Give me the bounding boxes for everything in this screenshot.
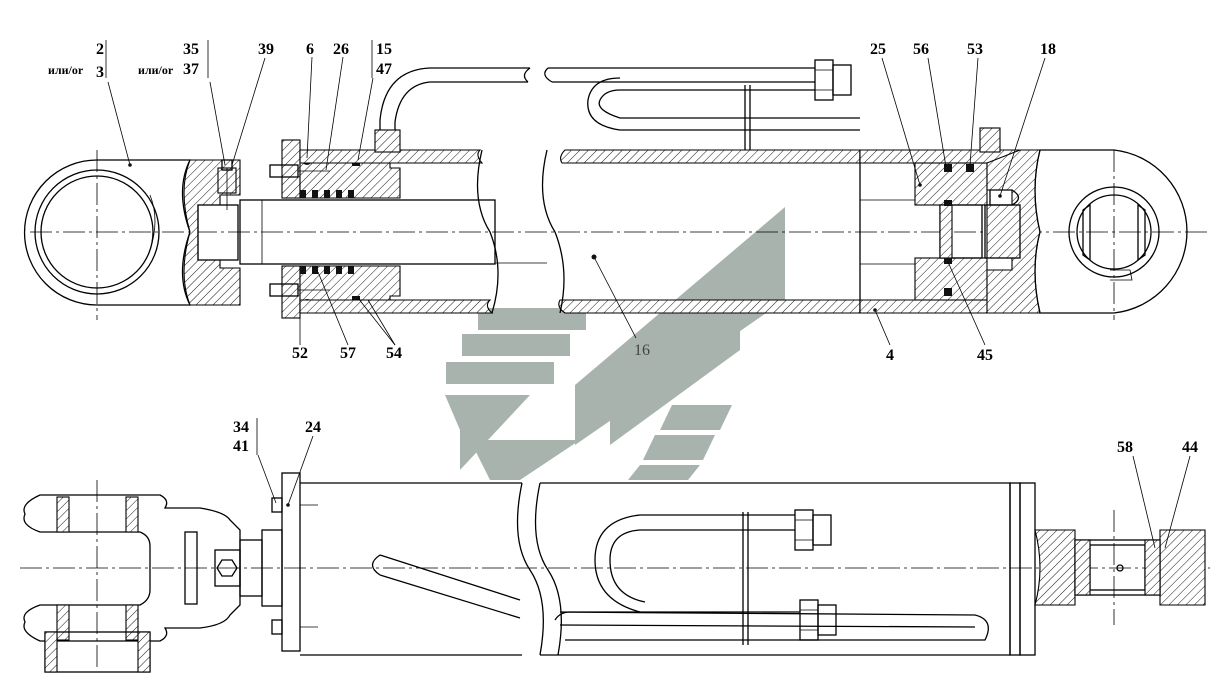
cylinder-cap xyxy=(979,127,1041,314)
callout-labels: 2 3 или/or 35 37 или/or 39 6 26 15 47 25… xyxy=(48,41,1198,456)
label-24: 24 xyxy=(305,419,321,436)
label-56: 56 xyxy=(913,41,929,58)
label-53: 53 xyxy=(967,41,983,58)
label-39: 39 xyxy=(258,41,274,58)
label-54: 54 xyxy=(386,345,402,362)
label-47: 47 xyxy=(376,61,392,78)
leader-dots xyxy=(128,163,1002,507)
label-3: 3 xyxy=(96,64,104,81)
rod-and-flange xyxy=(239,472,318,652)
label-34: 34 xyxy=(233,419,249,436)
label-37: 37 xyxy=(183,61,199,78)
tube-body-exterior xyxy=(300,482,1036,656)
label-52: 52 xyxy=(292,345,308,362)
label-44: 44 xyxy=(1182,439,1198,456)
rod-eye-left xyxy=(23,159,241,306)
label-45: 45 xyxy=(977,347,993,364)
label-6: 6 xyxy=(306,41,314,58)
label-57: 57 xyxy=(340,345,356,362)
label-ili-2: или/or xyxy=(138,63,174,77)
label-2: 2 xyxy=(96,41,104,58)
leader-lines xyxy=(105,40,1191,549)
label-4: 4 xyxy=(886,347,894,364)
label-41: 41 xyxy=(233,438,249,455)
clevis-fork xyxy=(23,494,241,673)
piston-rod xyxy=(239,199,496,265)
piston xyxy=(914,162,988,301)
bottom-eye-right xyxy=(1034,149,1188,314)
bottom-external-view xyxy=(20,472,1210,673)
watermark-logo xyxy=(445,207,785,480)
label-18: 18 xyxy=(1040,41,1056,58)
label-ili-1: или/or xyxy=(48,63,84,77)
label-15: 15 xyxy=(376,41,392,58)
label-26: 26 xyxy=(333,41,349,58)
label-58: 58 xyxy=(1117,439,1133,456)
top-section-view xyxy=(23,59,1210,320)
bottom-eye-section xyxy=(1034,529,1206,606)
cylinder-tube xyxy=(299,149,1021,314)
label-25: 25 xyxy=(870,41,886,58)
cylinder-head xyxy=(269,139,401,319)
hydraulic-pipes-bottom xyxy=(371,509,989,645)
label-16: 16 xyxy=(634,342,650,359)
label-35: 35 xyxy=(183,41,199,58)
hydraulic-pipes-top xyxy=(374,59,860,153)
